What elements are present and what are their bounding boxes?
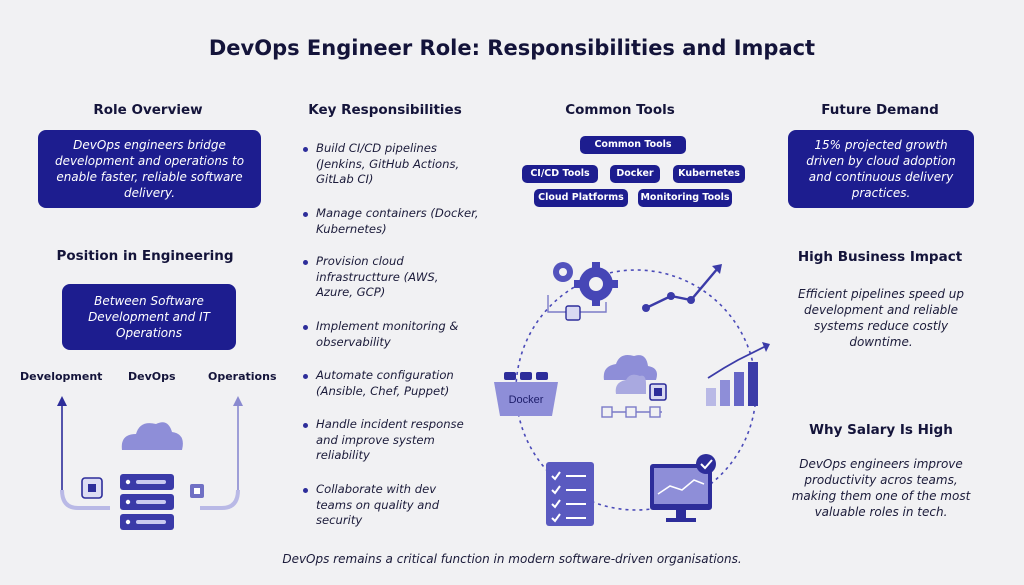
- impact-text: Efficient pipelines speed up development…: [798, 287, 964, 349]
- docker-icon: Docker: [494, 372, 558, 416]
- cloud-icon: [121, 422, 183, 450]
- label-operations: Operations: [208, 370, 277, 383]
- monitor-icon: [650, 454, 716, 522]
- label-devops: DevOps: [128, 370, 176, 383]
- salary-heading: Why Salary Is High: [809, 422, 953, 438]
- position-heading: Position in Engineering: [56, 248, 234, 264]
- server-icon: [120, 474, 174, 530]
- responsibility-item: Build CI/CD pipelines (Jenkins, GitHub A…: [303, 141, 484, 188]
- tools-illustration: Docker: [494, 262, 770, 526]
- tool-pill-monitoring: Monitoring Tools: [638, 189, 732, 207]
- cloud-chip-icon: [601, 355, 667, 418]
- position-text: Between Software Development and IT Oper…: [88, 294, 210, 340]
- future-box: 15% projected growth driven by cloud ado…: [788, 130, 974, 208]
- label-development: Development: [20, 370, 103, 383]
- position-diagram: [57, 396, 243, 530]
- checklist-icon: [546, 462, 594, 526]
- connector-icon: [190, 484, 204, 498]
- left-flow-arrow: [57, 396, 110, 510]
- responsibility-item: Provision cloud infrastructture (AWS, Az…: [303, 254, 466, 301]
- tool-pill-cicd: CI/CD Tools: [522, 165, 598, 183]
- responsibility-item: Manage containers (Docker, Kubernetes): [303, 206, 484, 237]
- role-overview-heading: Role Overview: [93, 102, 203, 118]
- responsibilities-heading: Key Responsibilities: [308, 102, 462, 118]
- tool-pill-common: Common Tools: [580, 136, 686, 154]
- line-chart-icon: [642, 264, 722, 312]
- page-title: DevOps Engineer Role: Responsibilities a…: [208, 36, 816, 60]
- bar-chart-icon: [706, 342, 770, 406]
- tool-pill-docker: Docker: [610, 165, 660, 183]
- future-text: 15% projected growth driven by cloud ado…: [806, 138, 956, 200]
- tool-pill-cloud: Cloud Platforms: [534, 189, 628, 207]
- footer-note: DevOps remains a critical function in mo…: [282, 552, 742, 566]
- role-overview-text: DevOps engineers bridge development and …: [54, 138, 245, 200]
- responsibility-item: Automate configuration (Ansible, Chef, P…: [303, 368, 476, 399]
- position-box: Between Software Development and IT Oper…: [62, 284, 236, 350]
- docker-label: Docker: [509, 394, 544, 406]
- responsibility-item: Collaborate with dev teams on quality an…: [303, 482, 466, 529]
- role-overview-box: DevOps engineers bridge development and …: [38, 130, 261, 208]
- salary-text: DevOps engineers improve productivity ac…: [791, 457, 971, 519]
- right-flow-arrow: [200, 396, 243, 510]
- impact-heading: High Business Impact: [797, 249, 963, 265]
- future-heading: Future Demand: [821, 102, 939, 118]
- tools-heading: Common Tools: [565, 102, 675, 118]
- responsibility-item: Implement monitoring & observability: [303, 319, 484, 350]
- responsibility-item: Handle incident response and improve sys…: [303, 417, 484, 464]
- tool-pill-kubernetes: Kubernetes: [673, 165, 745, 183]
- gear-icon: [547, 262, 618, 321]
- chip-icon: [81, 477, 103, 499]
